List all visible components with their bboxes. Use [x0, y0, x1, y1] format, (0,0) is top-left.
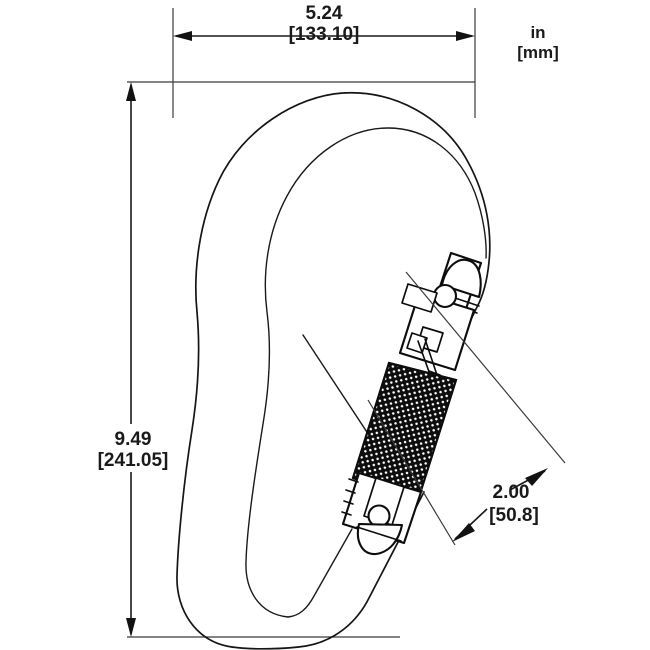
- height-value-mm: [241.05]: [98, 450, 169, 471]
- body-outer-contour: [176, 91, 491, 648]
- gate-opening-value-mm: [50.8]: [489, 505, 539, 526]
- height-arrow-top-icon: [126, 82, 136, 101]
- height-arrow-bottom-icon: [126, 618, 136, 637]
- gate-opening-arrow-upper-icon: [525, 468, 548, 486]
- hinge-cap-seam: [356, 526, 402, 542]
- gate-opening-extension-line-lower: [367, 399, 456, 546]
- units-primary-label: in: [530, 23, 545, 42]
- height-value-inches: 9.49: [115, 429, 152, 450]
- width-dimension-group: 5.24 [133.10]: [172, 3, 476, 118]
- gate-side-lug: [401, 283, 438, 313]
- width-arrow-right-icon: [456, 31, 475, 41]
- units-label: in [mm]: [517, 23, 559, 62]
- gate-assembly: [341, 251, 483, 556]
- gate-opening-extension-line-upper: [405, 271, 566, 464]
- gate-opening-arrow-lower-icon: [452, 523, 475, 542]
- gate-opening-value-inches: 2.00: [493, 482, 530, 503]
- body-inner-contour-lower: [287, 528, 353, 618]
- carabiner-body: [176, 91, 491, 650]
- units-secondary-label: [mm]: [517, 43, 559, 62]
- width-value-mm: [133.10]: [289, 24, 360, 45]
- hinge-serrations: [341, 478, 359, 516]
- width-value-inches: 5.24: [306, 3, 343, 24]
- gate-pin-circle-icon: [432, 283, 458, 309]
- body-outer-contour-lower: [231, 491, 425, 650]
- gate-opening-dimension-group: 2.00 [50.8]: [367, 271, 566, 546]
- gate-hinge: [341, 471, 423, 556]
- width-arrow-left-icon: [173, 31, 192, 41]
- height-dimension-group: 9.49 [241.05]: [98, 81, 475, 638]
- gate-pin-rod-2: [424, 338, 439, 379]
- body-inner-contour: [245, 127, 487, 618]
